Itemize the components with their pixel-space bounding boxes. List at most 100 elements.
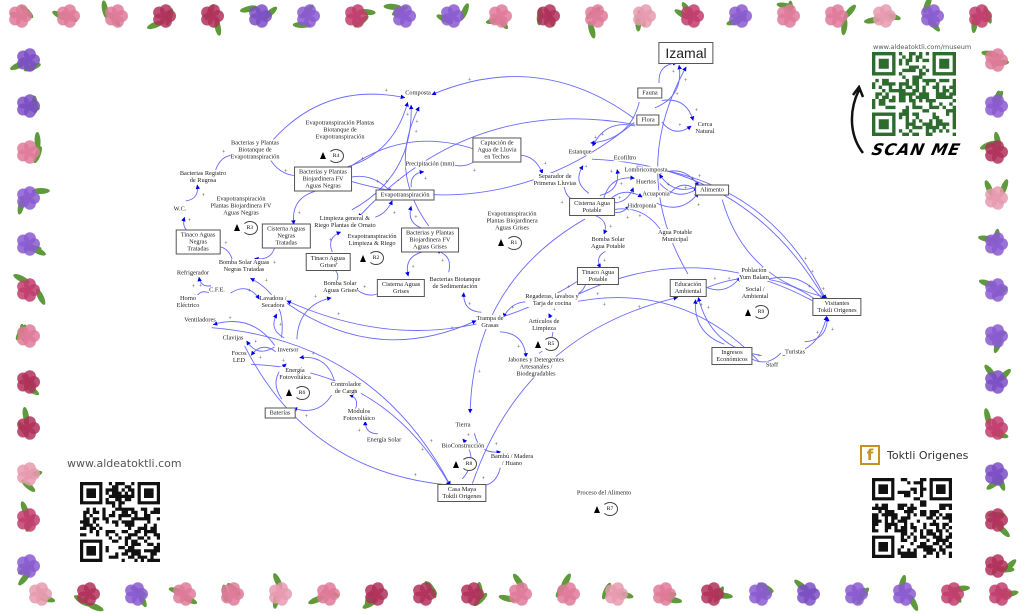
link-polarity: + [567, 285, 571, 291]
link-polarity: + [393, 211, 397, 217]
node-evap-r2: Evapotranspiración Limpieza & Riego [347, 233, 397, 247]
link-polarity: + [199, 284, 203, 290]
node-evap-r1: Evapotranspiración Plantas Biojardinera … [486, 210, 538, 232]
facebook-page-name[interactable]: Toktli Origenes [887, 449, 969, 462]
node-poblacion: Población Yum Balam [739, 267, 769, 282]
loop-r4: R4 [320, 148, 344, 163]
link-polarity: + [468, 302, 472, 308]
loop-arrow-icon [360, 254, 366, 262]
flower-decoration [985, 554, 1017, 578]
causal-link [578, 165, 590, 194]
link-polarity: + [467, 433, 471, 439]
facebook-icon[interactable]: f [860, 445, 880, 465]
causal-link [197, 276, 212, 287]
link-polarity: + [757, 354, 761, 360]
link-polarity: + [311, 351, 315, 357]
flower-decoration [864, 4, 901, 28]
node-baterias: Baterías [264, 407, 296, 419]
link-polarity: + [192, 284, 196, 290]
link-polarity: + [279, 323, 283, 329]
link-polarity: + [596, 292, 600, 298]
flower-decoration [985, 324, 1008, 354]
link-polarity: + [305, 414, 309, 420]
node-educacion: Educación Ambiental [669, 279, 707, 297]
flower-decoration [749, 582, 774, 606]
link-polarity: + [638, 305, 642, 311]
flower-decoration [485, 4, 512, 30]
link-polarity: + [254, 339, 258, 345]
loop-r8: R8 [453, 457, 477, 471]
link-polarity: + [684, 78, 688, 84]
link-polarity: + [468, 78, 472, 84]
museum-qr-code[interactable] [872, 52, 956, 136]
link-polarity: + [282, 359, 286, 365]
museum-url[interactable]: www.aldeatoktli.com/museum [873, 43, 972, 51]
causal-link [292, 392, 334, 412]
site-url[interactable]: www.aldeatoktli.com [67, 457, 182, 470]
causal-link [766, 276, 825, 303]
causal-link [804, 316, 830, 343]
link-polarity: + [411, 265, 415, 271]
link-polarity: + [610, 170, 614, 176]
link-polarity: + [228, 316, 232, 322]
flower-decoration [17, 370, 40, 396]
node-precip: Precipitación (mm) [405, 160, 455, 168]
node-bioconst: BioConstrucción [441, 442, 485, 450]
loop-arrow-icon [745, 308, 751, 316]
flower-decoration [978, 228, 1008, 256]
link-polarity: + [424, 176, 428, 182]
node-bomba-neg: Bomba Solar Aguas Negras Tratadas [218, 258, 270, 273]
node-bact-fvneg: Bacterias y Plantas Biojardinera FV Agua… [294, 166, 352, 192]
node-turistas: Turistas [784, 348, 806, 356]
loop-label: R8 [461, 457, 477, 471]
flower-decoration [221, 582, 244, 606]
causal-link [267, 93, 406, 146]
flower-decoration [9, 4, 34, 28]
flower-decoration [984, 179, 1009, 210]
causal-link [405, 251, 423, 277]
link-polarity: + [482, 476, 486, 482]
node-social: Social / Ambiental [741, 285, 769, 300]
link-polarity: + [376, 180, 380, 186]
link-polarity: + [188, 218, 192, 224]
flower-decoration [461, 581, 488, 607]
node-bomba-gris: Bomba Solar Aguas Grises [323, 280, 357, 294]
link-polarity: + [672, 70, 676, 76]
flower-decoration [893, 574, 919, 611]
flower-decoration [125, 582, 148, 608]
node-acuaponia: Acuaponia [642, 190, 670, 198]
link-polarity: + [727, 277, 731, 283]
causal-link [336, 122, 635, 196]
node-energia-fv: Energía Fotovoltáica [279, 367, 311, 382]
link-polarity: + [385, 179, 389, 185]
facebook-qr-code[interactable] [872, 478, 952, 558]
node-evap-r3: Evapotranspiración Plantas Biojardinera … [210, 195, 272, 217]
flower-decoration [147, 4, 176, 30]
link-polarity: + [684, 186, 688, 192]
node-bambu: Bambú / Madera / Huano [490, 453, 534, 467]
link-polarity: + [594, 135, 598, 141]
flower-decoration [52, 4, 80, 28]
flower-decoration [17, 554, 40, 586]
curved-arrow-icon [850, 85, 865, 154]
website-qr-code[interactable] [80, 482, 160, 562]
node-estanque: Estanque [568, 148, 592, 156]
node-controlador: Controlador de Carga [330, 381, 362, 395]
flower-decoration [362, 582, 388, 609]
causal-link [211, 327, 451, 486]
flower-decoration [555, 573, 580, 606]
loop-label: R6 [294, 385, 310, 400]
loop-label: R9 [753, 305, 769, 319]
node-fauna: Fauna [637, 87, 663, 99]
link-polarity: + [202, 193, 206, 199]
link-polarity: + [804, 256, 808, 262]
flower-decoration [168, 582, 198, 606]
causal-link [291, 190, 316, 225]
node-modulos: Módulos Fotovoltáico [343, 408, 375, 422]
flower-decoration [985, 90, 1008, 118]
link-polarity: + [618, 196, 622, 202]
causal-link [250, 363, 451, 487]
link-polarity: + [385, 88, 389, 94]
link-polarity: + [224, 241, 228, 247]
